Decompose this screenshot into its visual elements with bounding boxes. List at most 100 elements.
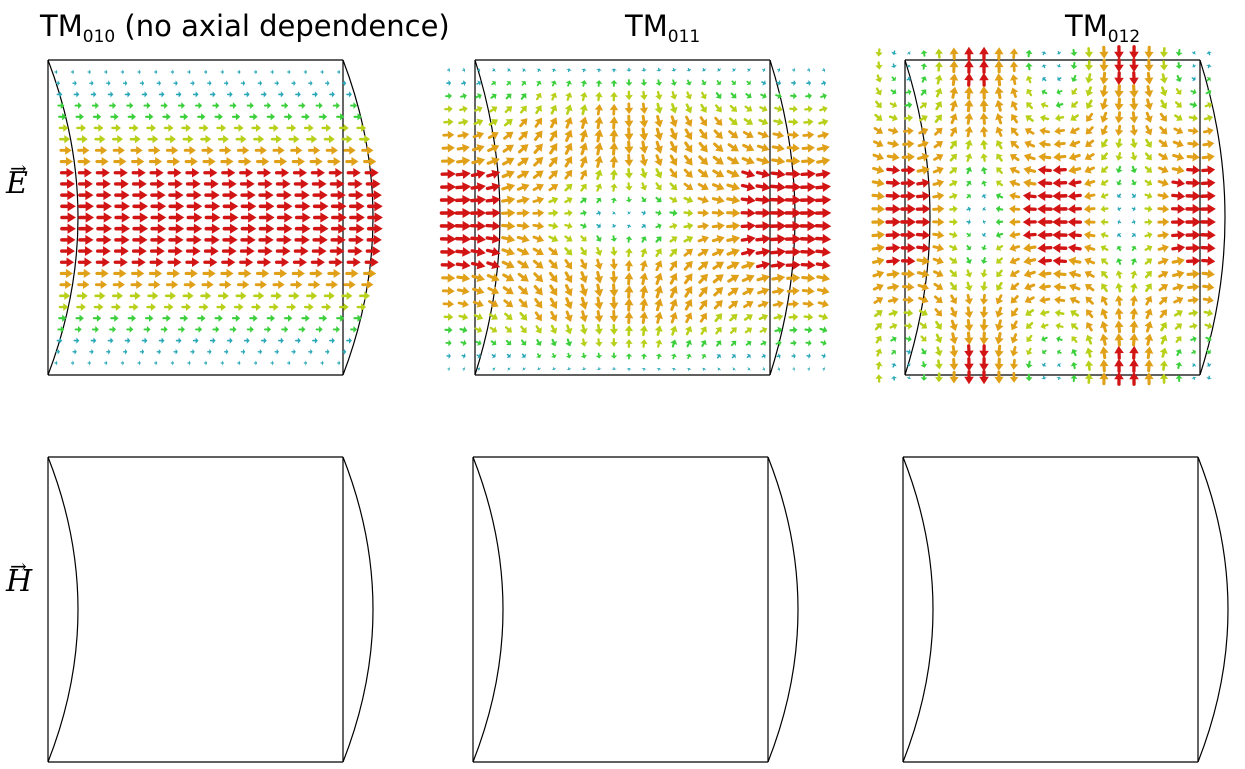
- field-arrow: [1009, 256, 1020, 265]
- field-arrow: [579, 310, 588, 323]
- field-arrow: [238, 268, 252, 279]
- field-arrow: [237, 69, 241, 75]
- field-arrow: [149, 257, 164, 268]
- field-arrow: [1114, 84, 1124, 98]
- field-arrow: [345, 268, 359, 279]
- field-arrow: [501, 182, 516, 192]
- field-arrow: [1054, 113, 1065, 122]
- field-arrow: [684, 285, 693, 298]
- field-arrow: [455, 182, 472, 193]
- field-arrow: [741, 274, 755, 283]
- field-arrow: [502, 157, 515, 166]
- field-arrow: [535, 80, 542, 87]
- field-arrow: [697, 182, 709, 191]
- field-arrow: [1114, 124, 1124, 136]
- field-arrow: [624, 140, 634, 154]
- field-arrow: [517, 170, 530, 179]
- field-arrow: [1071, 336, 1078, 343]
- field-arrow: [170, 69, 175, 75]
- field-arrow: [730, 340, 737, 347]
- field-arrow: [272, 280, 285, 290]
- field-arrow: [746, 80, 751, 86]
- field-arrow: [439, 233, 457, 245]
- field-arrow: [485, 234, 501, 244]
- field-arrow: [786, 143, 800, 153]
- field-arrow: [640, 196, 647, 203]
- field-arrow: [532, 196, 545, 205]
- field-arrow: [470, 169, 486, 179]
- field-arrow: [819, 326, 828, 334]
- field-arrow: [624, 127, 634, 142]
- field-arrow: [1202, 282, 1215, 292]
- field-arrow: [770, 260, 786, 270]
- field-arrow: [1144, 270, 1152, 279]
- field-arrow: [1129, 138, 1138, 149]
- field-arrow: [485, 182, 501, 192]
- field-arrow: [1157, 191, 1170, 201]
- field-arrow: [1157, 230, 1170, 240]
- field-arrow: [1084, 373, 1094, 384]
- field-arrow: [1009, 217, 1021, 227]
- field-arrow: [186, 201, 203, 212]
- field-arrow: [641, 210, 646, 216]
- field-arrow: [343, 280, 356, 290]
- field-arrow: [443, 118, 454, 127]
- field-arrow: [203, 167, 218, 178]
- field-arrow: [128, 124, 139, 132]
- field-arrow: [165, 145, 179, 155]
- field-arrow: [456, 156, 471, 166]
- field-arrow: [920, 348, 927, 355]
- field-arrow: [579, 104, 588, 116]
- field-arrow: [565, 352, 572, 359]
- field-arrow: [132, 201, 149, 212]
- field-arrow: [505, 339, 512, 346]
- field-arrow: [237, 360, 241, 366]
- field-arrow: [1039, 127, 1050, 136]
- field-arrow: [200, 291, 212, 301]
- field-arrow: [580, 222, 587, 229]
- field-arrow: [641, 67, 647, 72]
- field-arrow: [564, 209, 573, 217]
- field-arrow: [611, 223, 617, 228]
- field-arrow: [785, 260, 801, 270]
- field-arrow: [295, 337, 301, 344]
- field-arrow: [902, 282, 915, 292]
- field-arrow: [934, 127, 943, 136]
- field-arrow: [640, 236, 647, 243]
- field-arrow: [535, 92, 542, 101]
- field-arrow: [711, 208, 725, 218]
- field-arrow: [1144, 58, 1154, 72]
- field-arrow: [595, 338, 603, 347]
- field-arrow: [1171, 178, 1186, 188]
- field-arrow: [1129, 45, 1139, 60]
- field-arrow: [240, 212, 257, 223]
- field-arrow: [610, 235, 618, 242]
- field-arrow: [949, 140, 957, 150]
- field-arrow: [60, 212, 76, 223]
- field-arrow: [979, 370, 989, 385]
- field-arrow: [916, 243, 931, 253]
- field-arrow: [579, 155, 588, 168]
- field-arrow: [1085, 139, 1095, 148]
- cavity-outline: [47, 456, 374, 763]
- field-arrow: [223, 348, 229, 355]
- field-arrow: [1040, 114, 1050, 123]
- field-arrow: [639, 102, 649, 115]
- field-arrow: [198, 303, 209, 311]
- field-arrow: [111, 303, 121, 311]
- field-arrow: [625, 353, 633, 360]
- field-arrow: [1159, 360, 1168, 371]
- field-arrow: [1084, 60, 1094, 71]
- field-arrow: [1114, 345, 1124, 360]
- field-arrow: [995, 113, 1004, 125]
- field-arrow: [1144, 244, 1153, 252]
- field-arrow: [933, 269, 944, 278]
- field-arrow: [1025, 373, 1033, 382]
- field-arrow: [949, 192, 958, 200]
- field-arrow: [1069, 296, 1080, 305]
- field-arrow: [160, 326, 168, 333]
- field-arrow: [756, 156, 771, 166]
- field-arrow: [1190, 88, 1197, 95]
- field-arrow: [815, 169, 831, 179]
- field-arrow: [762, 67, 766, 73]
